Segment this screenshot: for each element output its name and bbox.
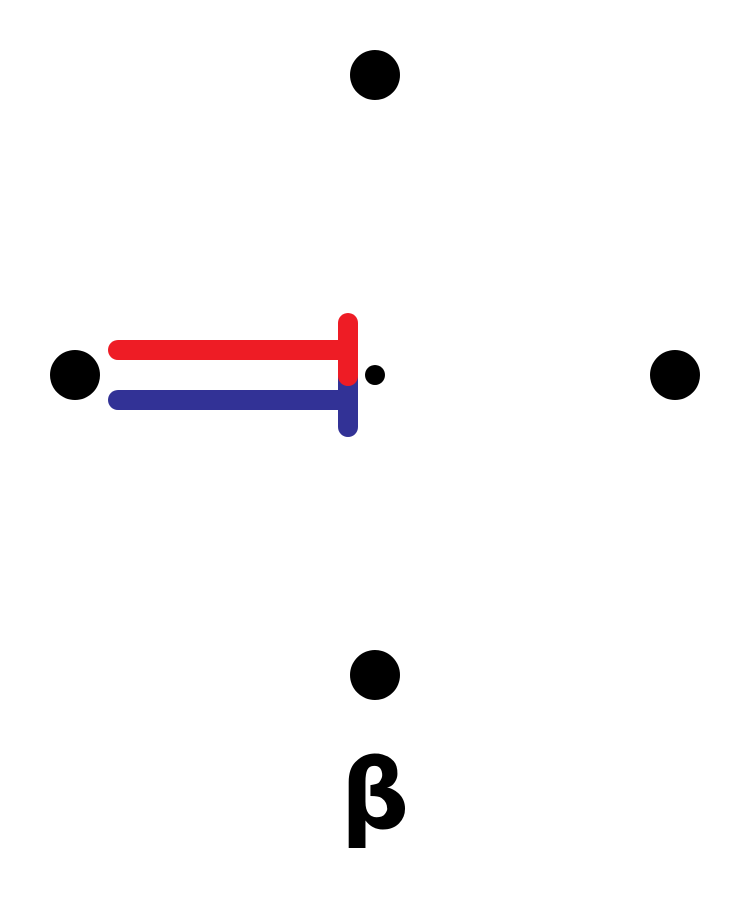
upper-bar xyxy=(108,313,358,386)
right-dot xyxy=(650,350,700,400)
beta-label: β xyxy=(341,739,410,851)
center-dot xyxy=(365,365,385,385)
top-dot xyxy=(350,50,400,100)
bottom-dot xyxy=(350,650,400,700)
lower-bar xyxy=(108,365,358,437)
left-dot xyxy=(50,350,100,400)
